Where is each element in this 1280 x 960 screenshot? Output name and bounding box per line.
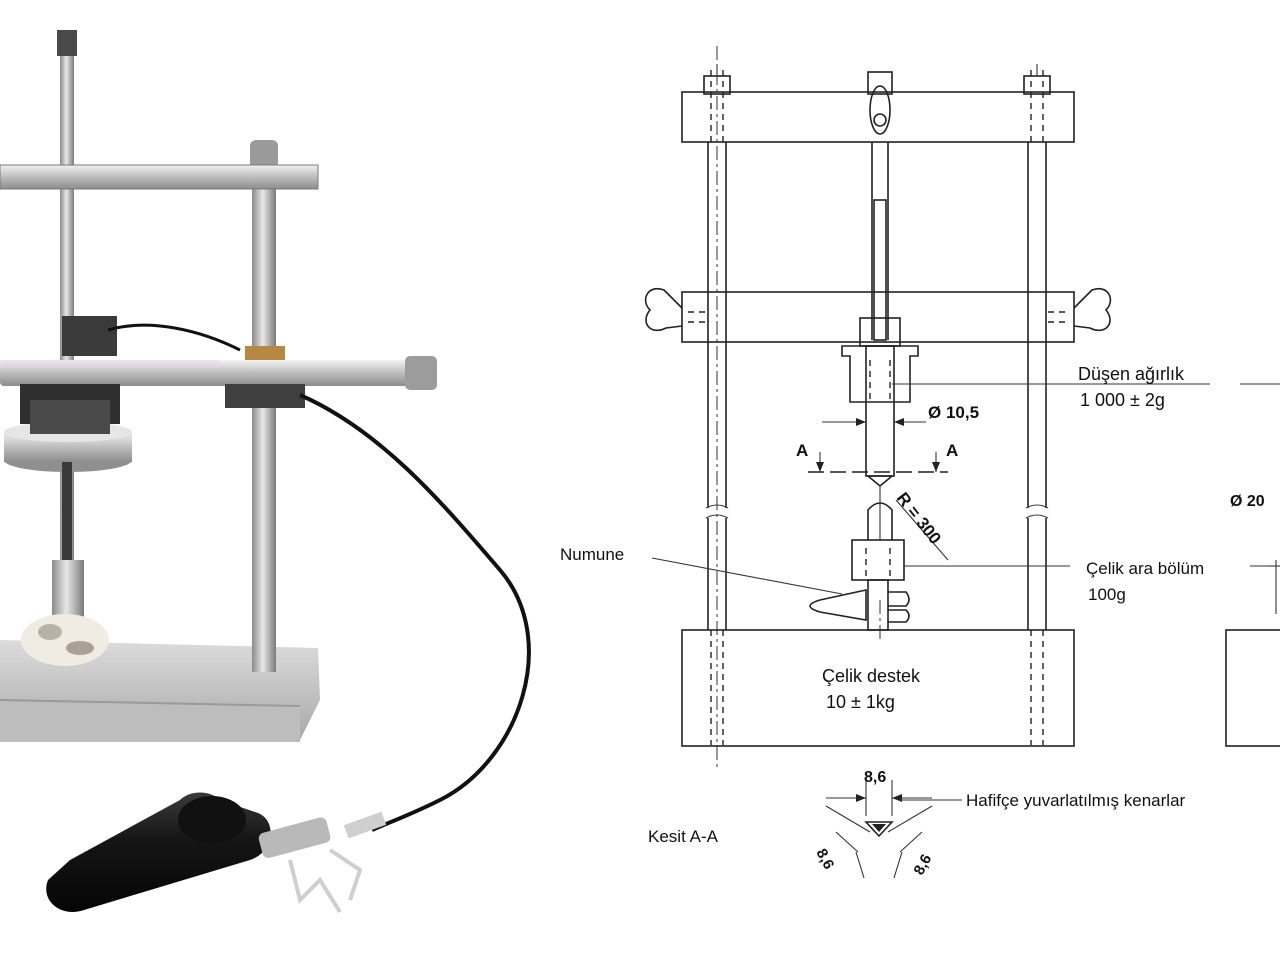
apparatus-photo [0,30,531,914]
label-radius: R = 300 [893,489,945,548]
label-steel-support-name: Çelik destek [822,666,921,686]
wing-nut-right [1048,287,1112,332]
wing-nut-left [644,287,708,332]
label-section-mark-right: A [946,441,958,460]
label-steel-spacer-name: Çelik ara bölüm [1086,559,1204,578]
right-column [1025,70,1049,745]
label-diameter-20: Ø 20 [1230,493,1265,510]
label-falling-weight-mass: 1 000 ± 2g [1080,390,1165,410]
label-steel-support-mass: 10 ± 1kg [826,692,895,712]
label-dim-top: 8,6 [864,769,886,786]
label-diameter-10-5: Ø 10,5 [928,403,979,422]
striker [867,486,949,561]
falling-weight [841,317,919,488]
top-crossbar [0,165,318,189]
side-view-partial [1225,560,1280,747]
trigger-cable [299,393,531,832]
middle-crossbar [681,291,1075,343]
dim-diameter-10-5 [822,418,926,426]
label-dim-left: 8,6 [812,846,837,872]
leader-specimen [651,557,843,595]
horizontal-rod [0,360,420,386]
label-rounded-edges: Hafifçe yuvarlatılmış kenarlar [966,791,1186,810]
left-column [705,46,729,770]
weight-disk [4,400,132,472]
guide-rod-right [252,160,276,672]
label-section-title: Kesit A-A [648,827,719,846]
base-plate [0,640,320,742]
steel-support [681,629,1075,747]
top-nut-right [1023,64,1051,95]
specimen-drawing [809,589,910,623]
top-frame-bar [681,91,1075,143]
label-steel-spacer-mass: 100g [1088,585,1126,604]
specimen-photo [21,614,109,666]
label-section-mark-left: A [796,441,808,460]
label-specimen: Numune [560,545,624,564]
technical-drawing [644,46,1280,879]
section-cut-marks [808,452,948,473]
steel-spacer [851,539,905,631]
central-rod [871,142,889,341]
label-dim-right: 8,6 [911,851,936,877]
release-mechanism [867,71,893,135]
label-falling-weight-name: Düşen ağırlık [1078,364,1185,384]
section-detail [825,780,962,879]
trigger-handle [46,792,387,914]
